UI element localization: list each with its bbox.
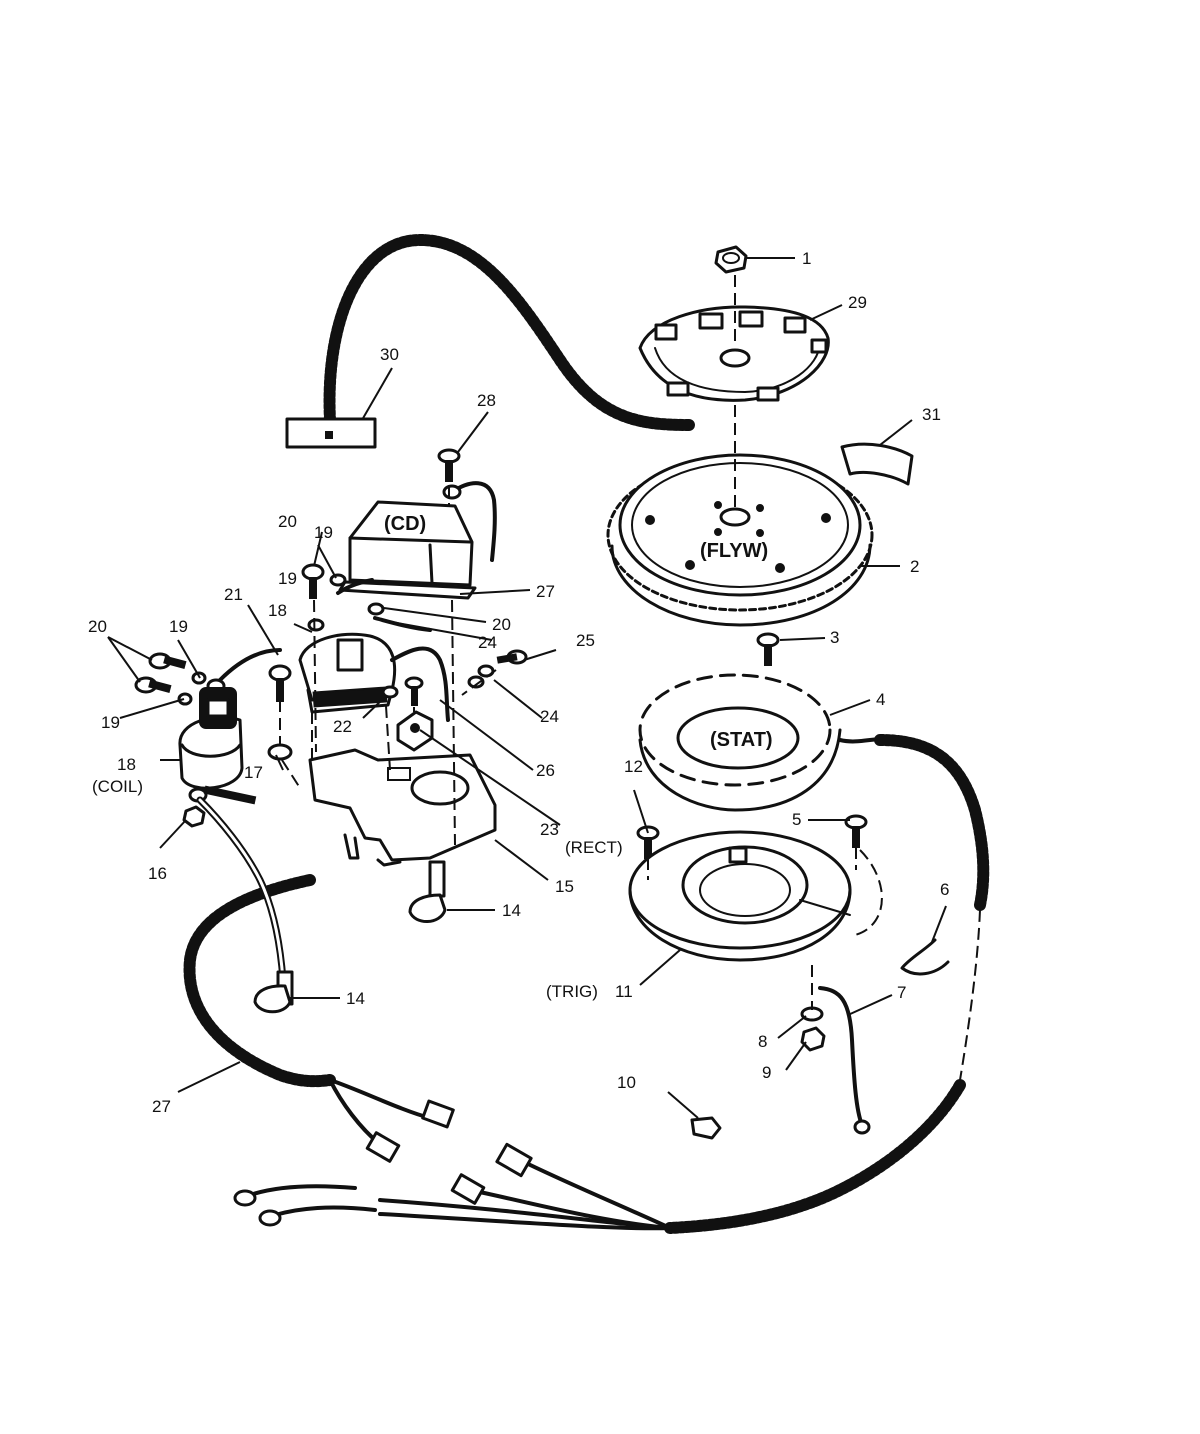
- cd-fasteners: [301, 563, 432, 632]
- callout-5: 5: [792, 810, 801, 829]
- callout-10: 10: [617, 1073, 636, 1092]
- tag-trig: (TRIG): [546, 982, 598, 1001]
- part-27-harness-left: [183, 874, 455, 1163]
- callout-6: 6: [940, 880, 949, 899]
- callout-numbers: 1 2 3 4 5 6 7 8 9 10 11 12 14 14 15 16 1…: [88, 249, 949, 1116]
- callout-24b: 24: [540, 707, 559, 726]
- callout-29: 29: [848, 293, 867, 312]
- cd-module: [338, 481, 497, 600]
- callout-12: 12: [624, 757, 643, 776]
- callout-18b: 18: [117, 755, 136, 774]
- part-16-nut: [182, 805, 206, 828]
- tag-stat: (STAT): [710, 729, 773, 751]
- callout-28: 28: [477, 391, 496, 410]
- callout-19b: 19: [278, 569, 297, 588]
- callout-2: 2: [910, 557, 919, 576]
- callout-7: 7: [897, 983, 906, 1002]
- part-15-bracket: [308, 748, 497, 867]
- callout-30: 30: [380, 345, 399, 364]
- part-18-coil-center: [298, 632, 450, 722]
- part-10-clamp: [690, 1116, 722, 1140]
- part-28-screw: [437, 448, 461, 482]
- stator-harness: [874, 734, 990, 911]
- part-18-coil-left: [178, 687, 287, 984]
- part-3-screw: [756, 632, 780, 666]
- part-23-rectifier: [396, 710, 434, 752]
- part-24-washer: [467, 664, 495, 689]
- part-29-cup: [638, 305, 830, 402]
- part-22-washer: [381, 685, 399, 699]
- part-7-lead: [818, 986, 871, 1135]
- callout-27b: 27: [152, 1097, 171, 1116]
- callout-26: 26: [536, 761, 555, 780]
- tag-rect: (RECT): [565, 838, 623, 857]
- callout-31: 31: [922, 405, 941, 424]
- tag-cd: (CD): [384, 513, 426, 535]
- callout-20b: 20: [88, 617, 107, 636]
- part-4-stator: [638, 673, 902, 812]
- callout-23: 23: [540, 820, 559, 839]
- callout-22: 22: [333, 717, 352, 736]
- callout-17: 17: [244, 763, 263, 782]
- callout-15: 15: [555, 877, 574, 896]
- left-fasteners: [134, 652, 207, 706]
- part-31-shield: [840, 442, 914, 486]
- callout-14a: 14: [502, 901, 521, 920]
- part-2-flywheel: [606, 453, 874, 627]
- part-6-clip: [900, 938, 950, 976]
- part-1-nut: [714, 245, 748, 274]
- callout-20c: 20: [492, 615, 511, 634]
- callout-9: 9: [762, 1063, 771, 1082]
- callout-16: 16: [148, 864, 167, 883]
- callout-3: 3: [830, 628, 839, 647]
- callout-18a: 18: [268, 601, 287, 620]
- callout-19a: 19: [314, 523, 333, 542]
- callout-14b: 14: [346, 989, 365, 1008]
- callout-25: 25: [576, 631, 595, 650]
- tag-coil: (COIL): [92, 777, 143, 796]
- part-17-washer: [267, 743, 293, 761]
- callout-21: 21: [224, 585, 243, 604]
- assembly-lines: [279, 275, 857, 1010]
- part-11-trigger: [628, 830, 883, 962]
- callout-8: 8: [758, 1032, 767, 1051]
- part-25-screw: [496, 649, 528, 665]
- part-9-nut: [800, 1026, 826, 1052]
- callout-19d: 19: [101, 713, 120, 732]
- callout-11: 11: [615, 982, 633, 1001]
- part-14-cap-center: [408, 860, 447, 923]
- callout-1: 1: [802, 249, 811, 268]
- part-14-cap-left: [253, 970, 294, 1014]
- callout-24a: 24: [478, 633, 497, 652]
- callout-20a: 20: [278, 512, 297, 531]
- part-21-bolt: [206, 648, 292, 702]
- part-30-harness: [285, 233, 696, 449]
- callout-4: 4: [876, 690, 885, 709]
- tag-flyw: (FLYW): [700, 540, 768, 562]
- part-5-screw: [844, 814, 868, 848]
- callout-19c: 19: [169, 617, 188, 636]
- leader-lines: [107, 257, 947, 1119]
- part-26-screw: [404, 676, 424, 706]
- main-harness: [664, 1079, 966, 1234]
- callout-27a: 27: [536, 582, 555, 601]
